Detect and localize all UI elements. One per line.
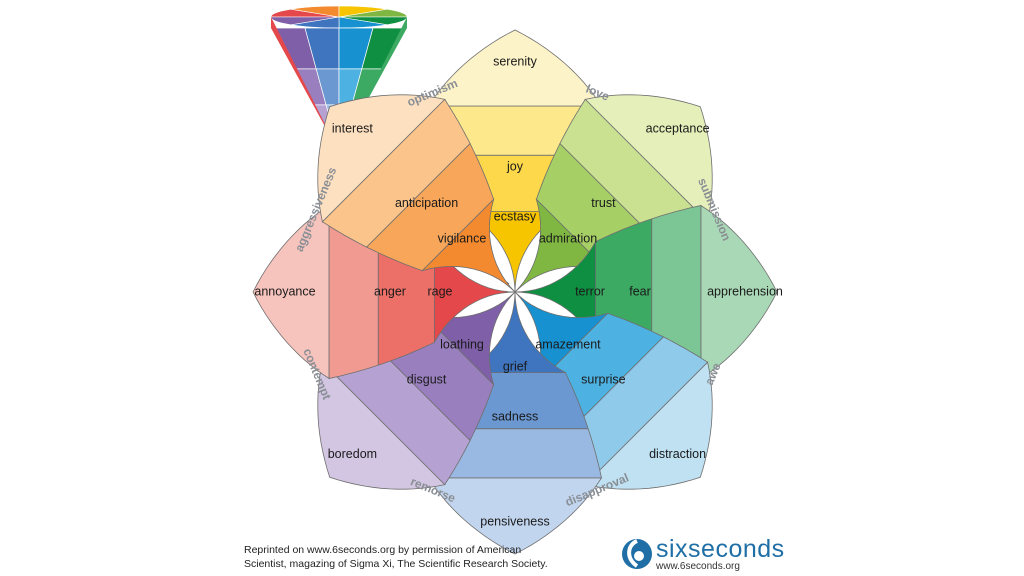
emotion-label-inner-anticipation: vigilance [438,231,487,245]
petal-fear-band-0 [700,204,778,380]
emotion-label-outer-disgust: boredom [328,447,377,461]
cone-top-segment-disgust [270,16,340,26]
petal-anger-band-0 [252,204,330,380]
emotion-label-outer-fear: apprehension [707,284,783,298]
sixseconds-url: www.6seconds.org [656,561,740,572]
credit-line-2: Scientist, magazing of Sigma Xi, The Sci… [244,558,548,570]
emotion-label-inner-trust: admiration [539,231,597,245]
emotion-label-outer-anger: annoyance [254,284,315,298]
emotion-label-middle-surprise: surprise [581,373,626,387]
reprint-credit: Reprinted on www.6seconds.org by permiss… [244,543,574,571]
credit-line-1: Reprinted on www.6seconds.org by permiss… [244,544,522,556]
emotion-label-outer-sadness: pensiveness [480,514,550,528]
emotion-label-inner-surprise: amazement [535,337,601,351]
petal-anticipation-band-3 [421,198,516,293]
emotion-label-outer-joy: serenity [493,54,538,68]
petal-anger-band-3 [434,240,516,344]
emotion-label-middle-fear: fear [629,284,651,298]
petal-trust-band-3 [514,198,609,293]
emotion-label-middle-sadness: sadness [492,409,539,423]
petal-surprise-band-3 [514,291,609,386]
petal-trust-band-0 [584,94,713,223]
petal-joy-band-0 [427,29,603,107]
petal-disgust-band-3 [421,291,516,386]
emotion-label-outer-trust: acceptance [646,122,710,136]
emotion-label-middle-joy: joy [506,159,524,173]
petal-sadness-band-0 [427,477,603,555]
emotion-label-middle-anger: anger [374,284,406,298]
petal-anticipation-band-1 [321,98,471,248]
petal-fear-band-3 [514,240,596,344]
emotion-petals [252,29,778,555]
emotion-label-middle-trust: trust [591,196,616,210]
petal-anticipation [317,94,516,293]
cone-rim-left [271,17,339,152]
petal-surprise-band-0 [584,361,713,490]
emotion-label-inner-joy: ecstasy [494,209,537,223]
petal-anticipation-band-0 [317,94,446,223]
emotion-label-outer-anticipation: interest [332,122,374,136]
emotion-label-inner-fear: terror [575,284,605,298]
emotion-label-middle-anticipation: anticipation [395,196,458,210]
petal-sadness-band-3 [463,291,567,373]
emotion-label-middle-disgust: disgust [407,373,447,387]
sixseconds-wordmark: sixseconds [656,535,785,563]
sixseconds-logo-icon [622,539,652,569]
emotion-label-outer-surprise: distraction [649,447,706,461]
emotion-label-inner-anger: rage [427,284,452,298]
emotion-labels: serenity joy ecstasy acceptance trust admirat… [254,54,783,528]
emotion-label-inner-disgust: loathing [440,337,484,351]
petal-disgust-band-0 [317,361,446,490]
petal-joy-band-3 [463,211,567,293]
petal-anticipation-band-2 [365,142,495,272]
emotion-label-inner-sadness: grief [503,359,528,373]
